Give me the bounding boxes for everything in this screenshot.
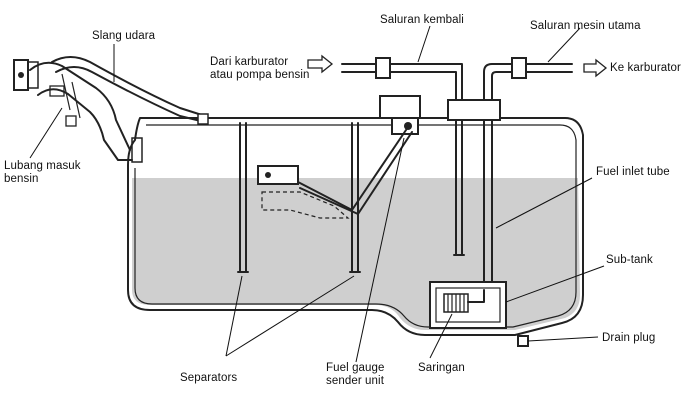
label-fuel-gauge-sender-line2: sender unit (326, 375, 384, 387)
fuel-gauge-sender-unit (257, 95, 421, 219)
leader-sender (355, 137, 405, 363)
leader-fuel-filler (29, 107, 63, 159)
leader-main-line (547, 27, 581, 63)
outlet-arrow-icon (583, 58, 608, 78)
label-to-carburetor: Ke karburator (610, 62, 681, 74)
label-main-line: Saluran mesin utama (530, 20, 641, 32)
air-hose (51, 56, 209, 125)
label-strainer: Saringan (418, 362, 465, 374)
leader-fuel-inlet (495, 177, 593, 229)
label-air-hose: Slang udara (92, 30, 156, 42)
inlet-arrow-icon (307, 54, 334, 74)
label-drain-plug: Drain plug (602, 332, 656, 344)
leader-separator-1 (225, 275, 243, 357)
leader-separator-2 (225, 275, 355, 357)
leader-sub-tank (505, 265, 605, 303)
label-fuel-inlet-tube: Fuel inlet tube (596, 166, 670, 178)
label-separators: Separators (180, 372, 238, 384)
main-line (483, 57, 573, 291)
return-line (341, 57, 465, 256)
drain-plug (517, 335, 529, 347)
leader-strainer (429, 313, 453, 359)
leader-return-line (417, 25, 431, 63)
label-fuel-filler: Lubang masuk bensin (4, 160, 81, 186)
leader-drain-plug (527, 336, 599, 342)
label-fuel-filler-line2: bensin (4, 173, 39, 185)
tank-inner-line (134, 124, 577, 328)
sub-tank (429, 281, 507, 329)
fuel-level (132, 178, 580, 330)
label-return-line: Saluran kembali (380, 14, 464, 26)
label-from-carburetor-line2: atau pompa bensin (210, 69, 310, 81)
fuel-filler-neck (13, 59, 143, 163)
pipe-block (447, 99, 501, 121)
label-sub-tank: Sub-tank (606, 254, 653, 266)
label-fuel-filler-line1: Lubang masuk (4, 160, 81, 172)
label-fuel-gauge-sender: Fuel gauge sender unit (326, 362, 385, 388)
label-from-carburetor: Dari karburator atau pompa bensin (210, 56, 310, 82)
label-fuel-gauge-sender-line1: Fuel gauge (326, 362, 385, 374)
separators (237, 122, 361, 273)
label-from-carburetor-line1: Dari karburator (210, 56, 289, 68)
